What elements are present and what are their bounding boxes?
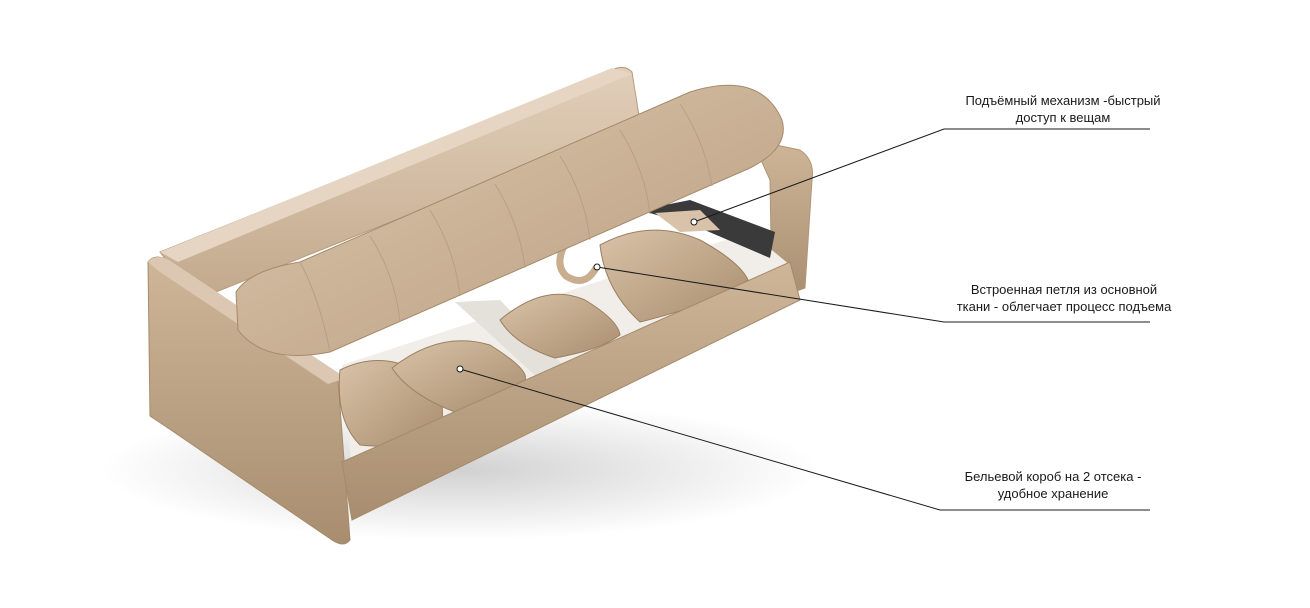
callout-loop-line2: ткани - облегчает процесс подъема (956, 299, 1172, 314)
backrest-top (160, 68, 632, 262)
leader-line-loop (596, 266, 1150, 323)
storage-divider (455, 300, 570, 380)
callout-lift-line1: Подъёмный механизм -быстрый (965, 93, 1161, 108)
raised-seat-cushion (235, 84, 784, 357)
leader-lines (459, 128, 1150, 511)
callout-loop-line1: Встроенная петля из основной (970, 282, 1158, 297)
callout-box-line1: Бельевой короб на 2 отсека - (964, 469, 1142, 484)
leader-dot-box (456, 365, 464, 373)
leader-line-lift (693, 128, 1150, 223)
cushion-seams (299, 103, 713, 353)
callout-lift-line2: доступ к вещам (1015, 110, 1111, 125)
callout-box-line2: удобное хранение (997, 486, 1109, 501)
callout-fabric-loop: Встроенная петля из основной ткани - обл… (946, 281, 1182, 315)
leader-dot-loop (593, 263, 601, 271)
leader-line-box (459, 368, 1150, 511)
sofa-left-armrest (147, 256, 351, 545)
lift-mechanism (640, 200, 775, 258)
leader-dot-lift (690, 218, 698, 226)
callout-linen-box: Бельевой короб на 2 отсека - удобное хра… (948, 468, 1158, 502)
leader-dots (456, 218, 698, 373)
sofa-front-panel (341, 261, 801, 521)
callout-lift-mechanism: Подъёмный механизм -быстрый доступ к вещ… (948, 92, 1178, 126)
